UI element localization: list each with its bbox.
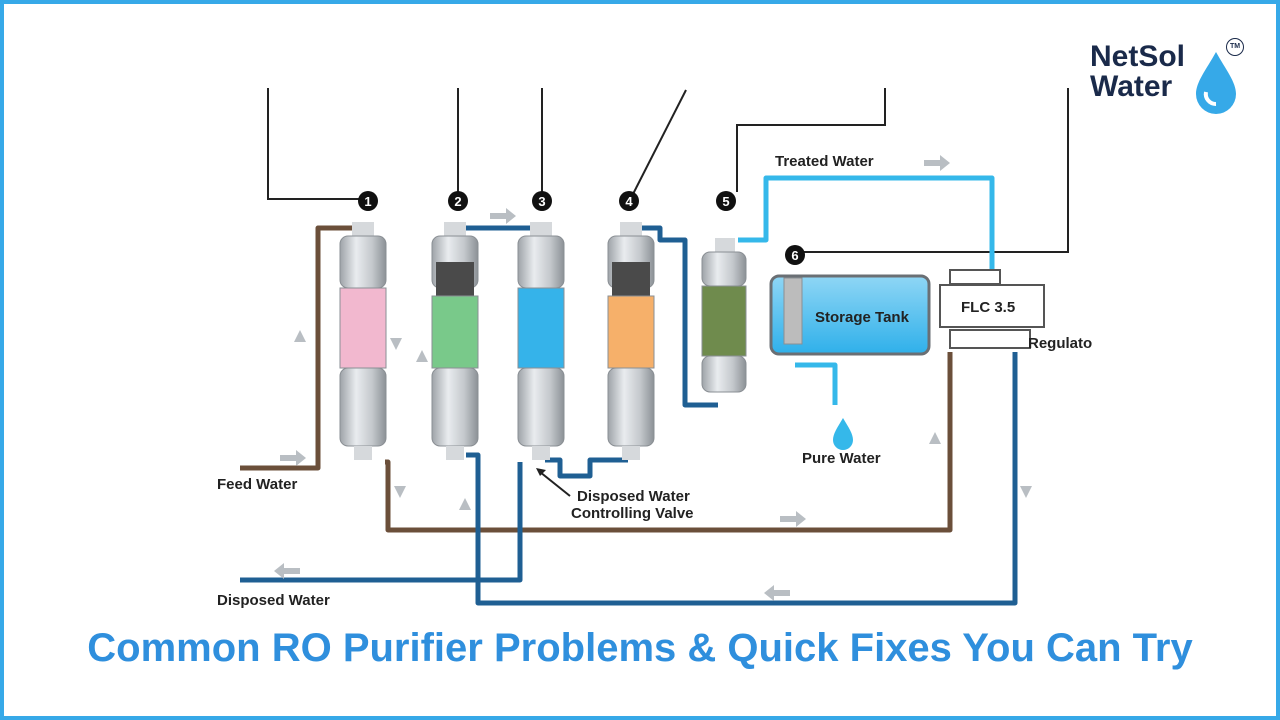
pipes bbox=[240, 175, 1018, 606]
storage-tank-label: Storage Tank bbox=[815, 309, 910, 326]
flow-arrows bbox=[274, 155, 1032, 601]
treated-water-label: Treated Water bbox=[775, 153, 874, 170]
filter-1 bbox=[339, 222, 387, 460]
flc-label: FLC 3.5 bbox=[961, 299, 1015, 316]
return-pipe bbox=[466, 352, 1018, 606]
headline: Common RO Purifier Problems & Quick Fixe… bbox=[87, 626, 1193, 670]
disposed-valve-label-line2: Controlling Valve bbox=[571, 505, 694, 522]
badge-5 bbox=[716, 191, 736, 211]
regulator-label: Regulato bbox=[1028, 335, 1092, 352]
leader-lines bbox=[267, 88, 1069, 253]
disposed-pipe bbox=[240, 462, 523, 583]
number-badges: 1 2 3 4 5 6 bbox=[358, 191, 805, 265]
feed-pipe bbox=[240, 225, 360, 471]
filter-4 bbox=[607, 222, 655, 460]
badge-1-text: 1 bbox=[364, 194, 371, 209]
pure-water-pipe bbox=[795, 362, 838, 405]
badge-4-text: 4 bbox=[625, 194, 633, 209]
feed-water-label: Feed Water bbox=[217, 476, 297, 493]
valve-pipe bbox=[545, 457, 628, 479]
valve-pointer-line bbox=[539, 471, 571, 497]
badge-5-text: 5 bbox=[722, 194, 729, 209]
leader-line-1 bbox=[267, 88, 360, 200]
water-drop-icon bbox=[833, 418, 853, 450]
brand-line1: NetSol bbox=[1090, 40, 1186, 73]
flc-block bbox=[939, 269, 1045, 349]
leader-line-6 bbox=[800, 88, 1069, 253]
storage-tank bbox=[769, 274, 931, 356]
filter-5 bbox=[701, 238, 747, 393]
badge-4 bbox=[619, 191, 639, 211]
badge-2-text: 2 bbox=[454, 194, 461, 209]
filter-3 bbox=[517, 222, 565, 460]
water-drop-logo-icon bbox=[1196, 52, 1236, 114]
filter-2 bbox=[431, 222, 479, 460]
brand-line2: Water bbox=[1090, 70, 1173, 103]
disposed-valve-label-line1: Disposed Water bbox=[577, 488, 690, 505]
link-pipe-4-5 bbox=[630, 225, 718, 408]
badge-3-text: 3 bbox=[538, 194, 545, 209]
badge-1 bbox=[358, 191, 378, 211]
treated-pipe bbox=[738, 175, 995, 272]
trademark-mark: TM bbox=[1226, 38, 1244, 56]
valve-pointer-arrow bbox=[536, 468, 546, 476]
brand-logo: NetSol Water TM bbox=[1088, 38, 1248, 118]
badge-6 bbox=[785, 245, 805, 265]
disposed-water-label: Disposed Water bbox=[217, 592, 330, 609]
pure-water-label: Pure Water bbox=[802, 450, 881, 467]
leader-line-4 bbox=[631, 89, 687, 197]
badge-2 bbox=[448, 191, 468, 211]
leader-line-5 bbox=[736, 88, 886, 192]
concentrate-pipe bbox=[385, 352, 953, 533]
badge-6-text: 6 bbox=[791, 248, 798, 263]
badge-3 bbox=[532, 191, 552, 211]
